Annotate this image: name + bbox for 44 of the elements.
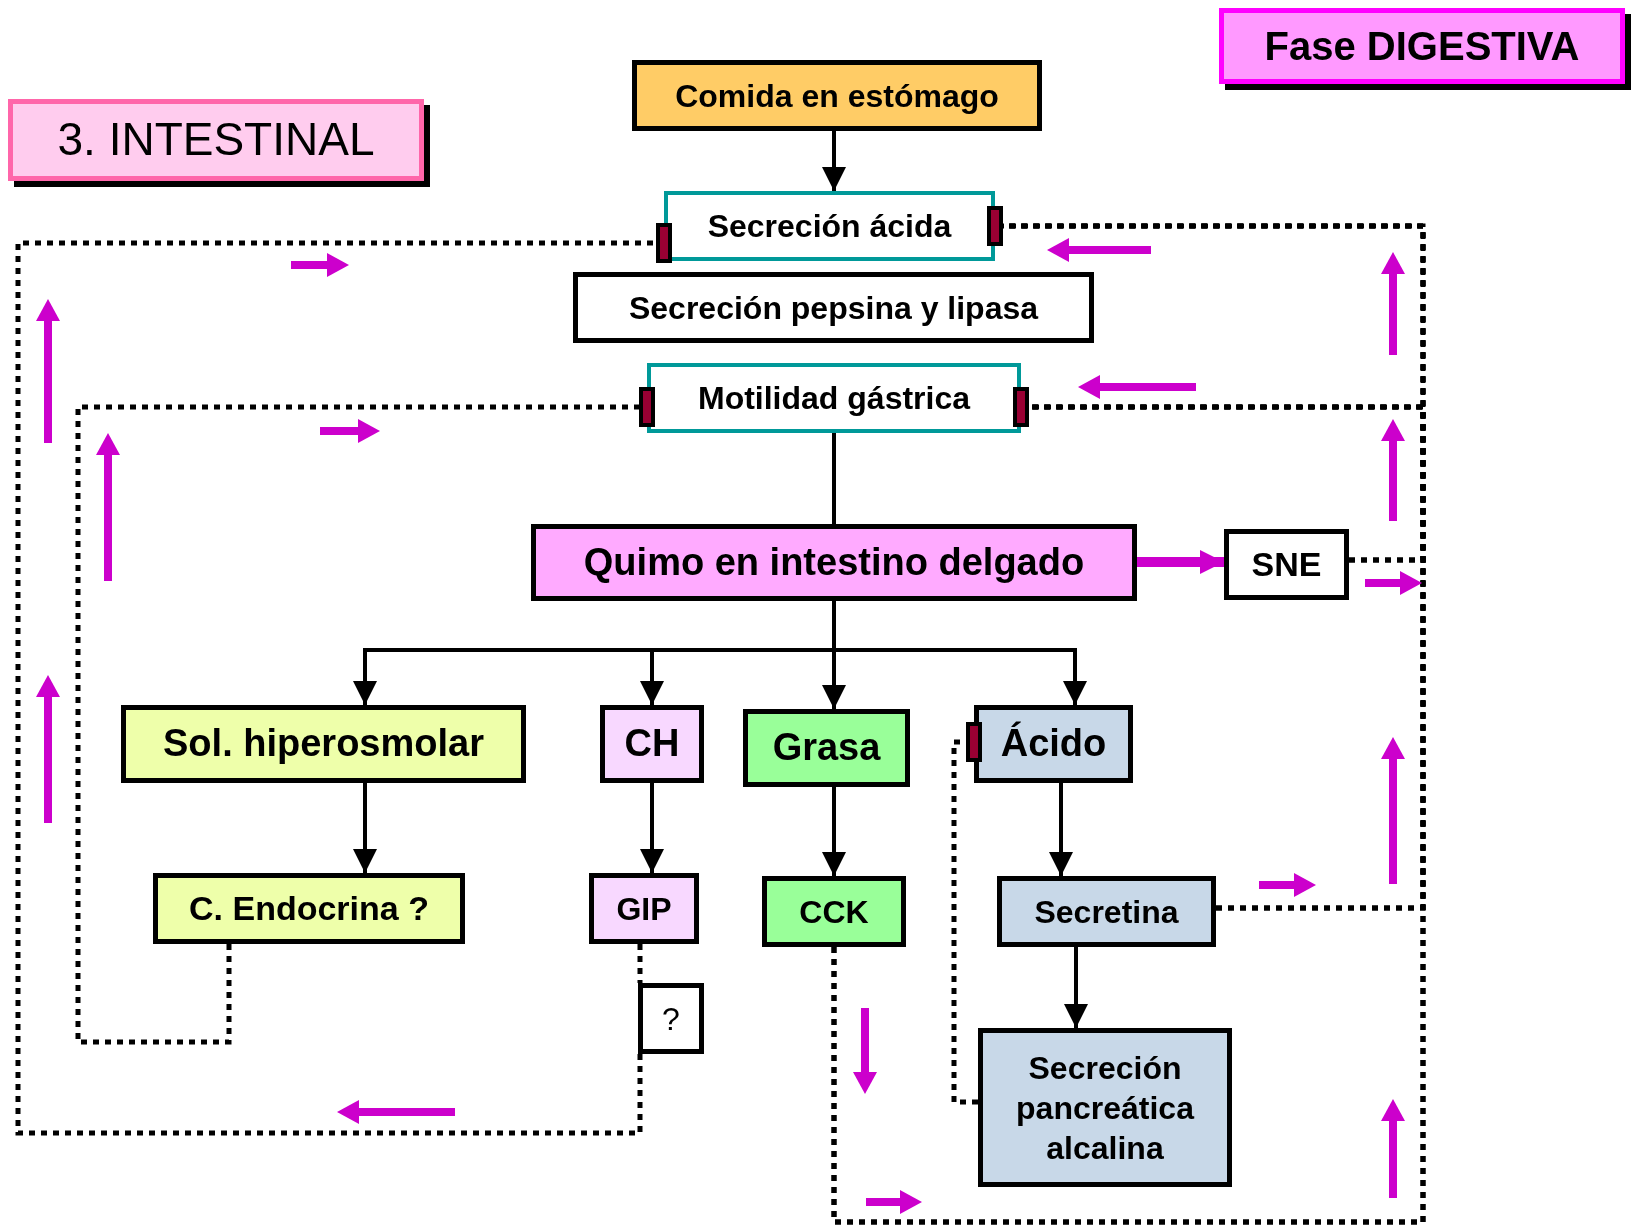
process-box <box>1224 529 1349 600</box>
process-box <box>743 709 910 787</box>
node-label: Motilidad gástrica <box>697 379 970 418</box>
node-label: GIP <box>616 889 672 929</box>
node-label: ? <box>662 999 680 1039</box>
process-box <box>638 983 704 1054</box>
node-label: Secreción pancreática alcalina <box>1015 1048 1196 1168</box>
arrow <box>1049 783 1073 876</box>
node-label: Sol. hiperosmolar <box>163 721 484 767</box>
node-label: Comida en estómago <box>675 76 999 116</box>
node-label: Secreción pepsina y lipasa <box>628 288 1039 328</box>
node-label: Secreción ácida <box>707 207 952 246</box>
inhibition-line <box>75 387 655 1045</box>
process-box <box>589 873 699 944</box>
connector-line <box>832 433 836 524</box>
arrow <box>1137 550 1224 574</box>
node-label: Secretina <box>1034 892 1179 932</box>
node-label: SNE <box>1251 544 1322 586</box>
node-label: Ácido <box>1000 720 1107 767</box>
node-label: Quimo en intestino delgado <box>583 539 1085 585</box>
process-box <box>762 876 906 947</box>
arrow <box>640 783 664 873</box>
connector-line <box>637 944 643 983</box>
arrow <box>822 131 846 191</box>
node-label: 3. INTESTINAL <box>57 112 375 168</box>
process-box <box>632 60 1042 131</box>
process-box <box>531 524 1137 601</box>
arrow <box>353 783 377 873</box>
process-box <box>978 1028 1232 1187</box>
arrow <box>1064 947 1088 1028</box>
node-label: CH <box>624 721 680 767</box>
node-label: C. Endocrina ? <box>189 888 429 930</box>
inhibition-line <box>15 223 672 1136</box>
node-label: Grasa <box>772 725 881 771</box>
inhibition-line <box>951 722 982 1105</box>
process-box <box>573 272 1094 343</box>
process-box <box>997 876 1216 947</box>
node-label: Fase DIGESTIVA <box>1264 23 1580 70</box>
node-label: CCK <box>799 892 869 932</box>
process-box <box>153 873 465 944</box>
process-box <box>121 705 526 783</box>
process-box <box>974 705 1133 783</box>
arrow <box>822 787 846 876</box>
process-box <box>600 705 704 783</box>
